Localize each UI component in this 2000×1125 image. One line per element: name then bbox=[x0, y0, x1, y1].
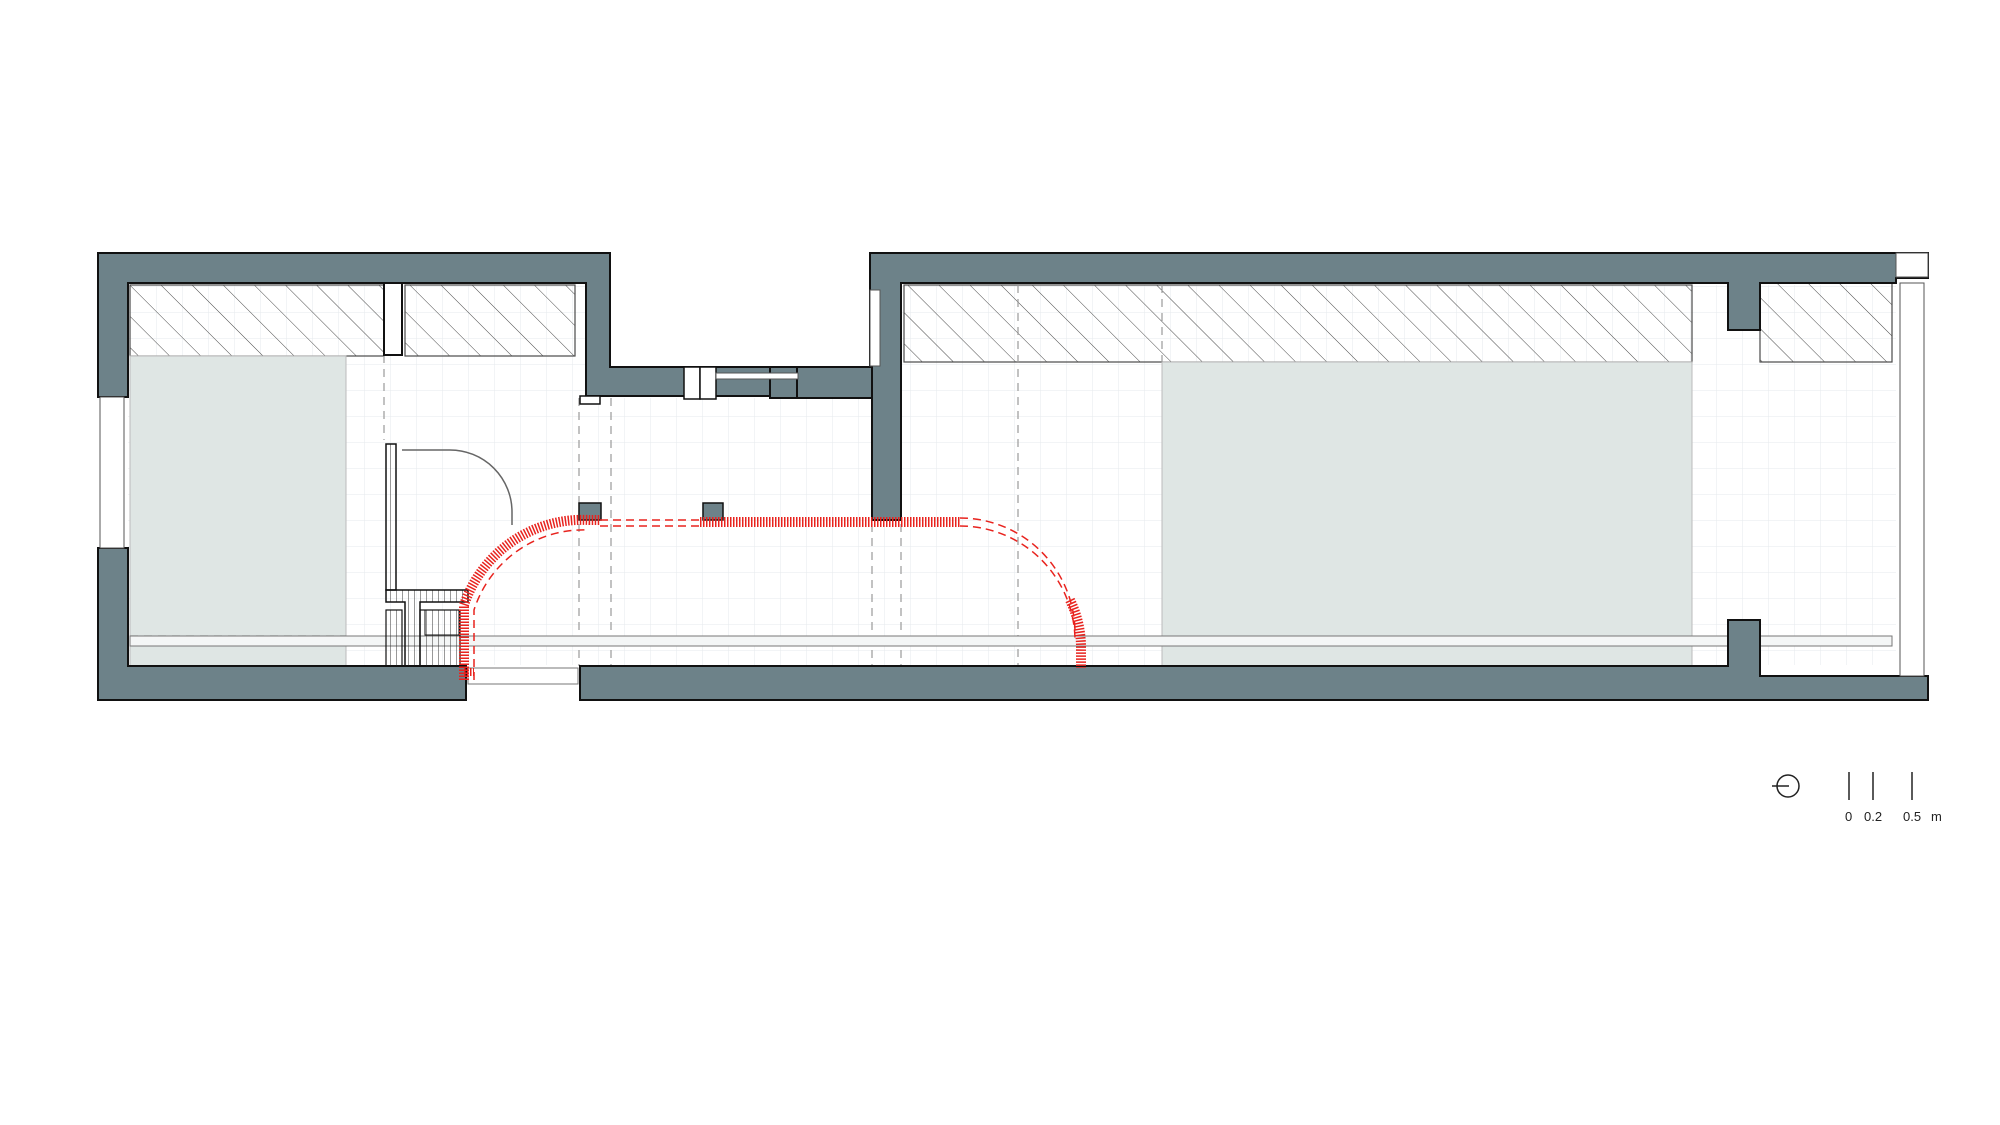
legend: 0 0.2 0.5 m bbox=[1772, 772, 1942, 824]
curved-partition bbox=[459, 514, 1087, 680]
shaded-zones bbox=[129, 355, 1693, 667]
wall-details bbox=[99, 252, 1929, 685]
scale-tick-0-2: 0.2 bbox=[1864, 809, 1882, 824]
walls bbox=[97, 252, 1929, 701]
rail bbox=[129, 635, 1893, 647]
north-arrow-icon bbox=[1772, 774, 1800, 798]
scale-bar bbox=[1848, 772, 1913, 800]
curved-fixture bbox=[385, 443, 513, 667]
scale-tick-0-5: 0.5 bbox=[1903, 809, 1921, 824]
scale-tick-0: 0 bbox=[1845, 809, 1852, 824]
scale-unit: m bbox=[1931, 809, 1942, 824]
